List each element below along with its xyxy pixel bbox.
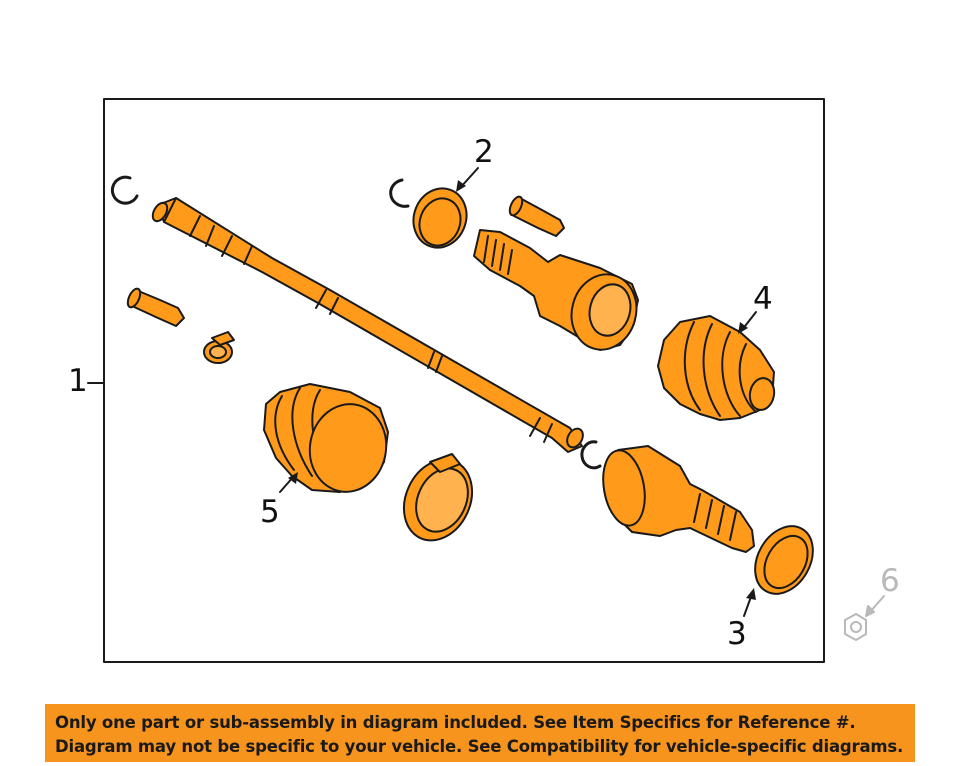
arrowhead-2 — [456, 180, 466, 192]
outer-boot-5 — [263, 383, 389, 493]
hub-nut-6-ghost — [844, 595, 885, 641]
snap-ring-left — [110, 175, 139, 205]
disclaimer-line-1: Only one part or sub-assembly in diagram… — [55, 713, 856, 732]
large-clamp — [402, 453, 474, 542]
dust-plug-left — [126, 287, 185, 327]
arrowhead-4 — [738, 322, 748, 334]
outer-cv-joint — [602, 445, 755, 553]
inner-cv-joint — [473, 229, 639, 351]
callout-1: 1 — [68, 363, 88, 399]
disclaimer-banner: Only one part or sub-assembly in diagram… — [45, 704, 915, 762]
inner-boot-4 — [657, 315, 776, 421]
callout-6: 6 — [880, 563, 900, 599]
arrowhead-3 — [746, 588, 756, 600]
callout-2: 2 — [474, 134, 494, 170]
callout-4: 4 — [753, 281, 773, 317]
snap-ring-center — [389, 178, 410, 208]
seal-ring-2 — [412, 187, 468, 249]
snap-ring-lower — [580, 440, 602, 470]
diagram-frame — [103, 98, 825, 663]
callout-3: 3 — [727, 616, 747, 652]
disclaimer-line-2: Diagram may not be specific to your vehi… — [55, 737, 904, 756]
arrowhead-5 — [288, 472, 298, 484]
axle-shaft — [151, 197, 584, 453]
callout-5: 5 — [260, 494, 280, 530]
dust-plug-top — [508, 195, 565, 237]
small-clamp — [203, 331, 235, 364]
seal-ring-3 — [754, 525, 814, 595]
